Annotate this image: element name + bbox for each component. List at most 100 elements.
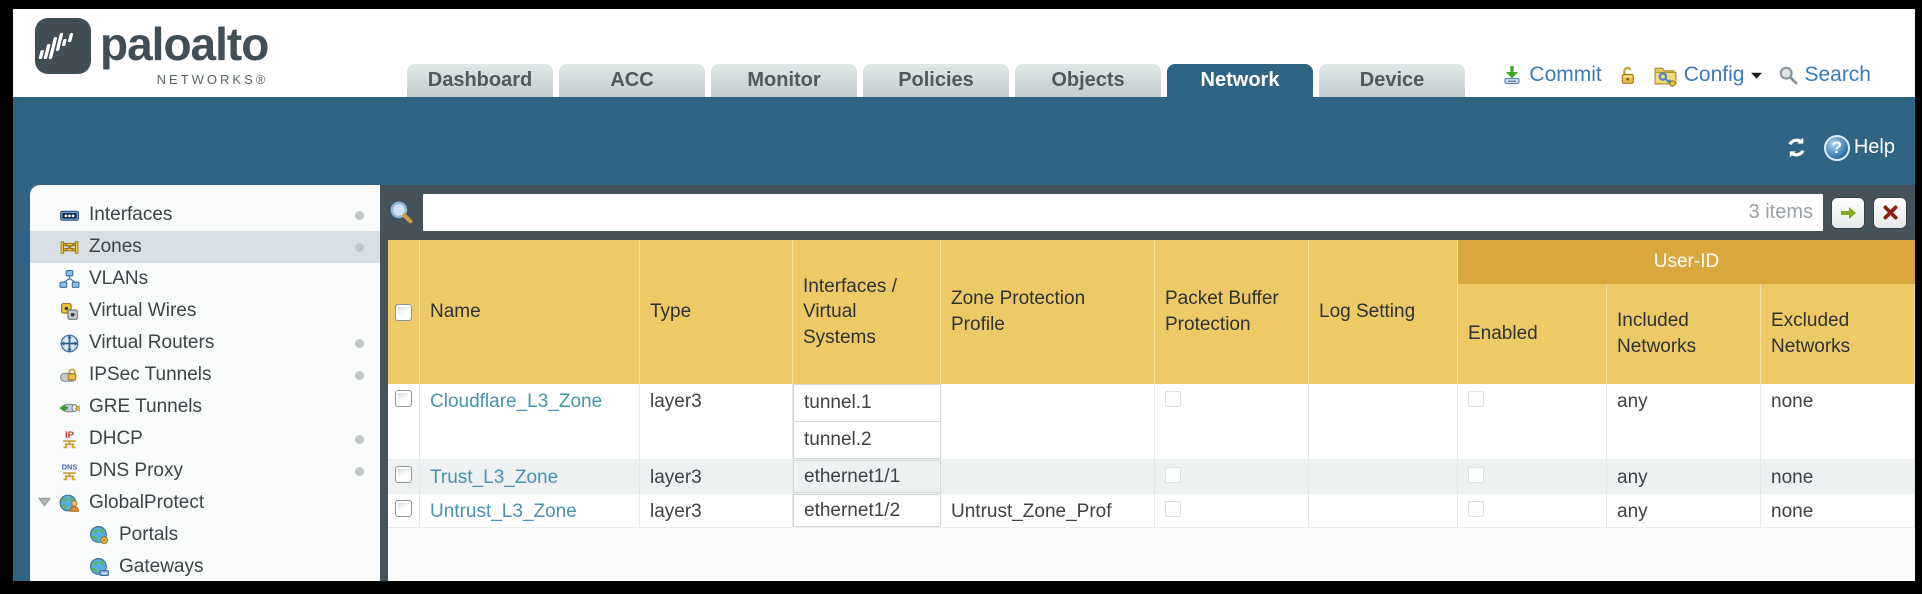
gateways-icon — [88, 556, 110, 578]
zone-name-link[interactable]: Untrust_L3_Zone — [430, 501, 577, 522]
filter-row: 3 items — [380, 185, 1915, 240]
virtual-wires-icon — [58, 300, 80, 322]
sidebar-item-virtual-routers[interactable]: Virtual Routers — [30, 327, 380, 359]
vlans-icon — [58, 268, 80, 290]
filter-input-wrap: 3 items — [423, 194, 1823, 231]
dns-proxy-icon: DNS — [58, 460, 80, 482]
sidebar-item-label: IPSec Tunnels — [89, 364, 212, 385]
zone-protection-cell: Untrust_Zone_Prof — [941, 494, 1155, 527]
group-header-label: User-ID — [1458, 240, 1915, 284]
sidebar-item-interfaces[interactable]: Interfaces — [30, 199, 380, 231]
expander-caret-icon[interactable] — [38, 497, 51, 507]
tab-network[interactable]: Network — [1167, 64, 1313, 97]
status-dot — [355, 435, 364, 444]
column-header-excluded-networks[interactable]: Excluded Networks — [1761, 284, 1915, 384]
paloalto-logo-icon — [35, 18, 91, 74]
column-header-interfaces-virtual-systems[interactable]: Interfaces / Virtual Systems — [793, 240, 941, 384]
tab-dashboard[interactable]: Dashboard — [407, 64, 553, 97]
zone-protection-cell — [941, 460, 1155, 493]
zone-name-cell: Cloudflare_L3_Zone — [420, 384, 640, 459]
zone-type-cell: layer3 — [640, 460, 793, 493]
brand-text: paloalto NETWORKS® — [100, 18, 269, 87]
interface-entry: ethernet1/1 — [793, 460, 941, 493]
brand-name: paloalto — [100, 18, 269, 70]
search-button[interactable]: Search — [1778, 63, 1871, 87]
sidebar-item-zones[interactable]: Zones — [30, 231, 380, 263]
zone-name-link[interactable]: Trust_L3_Zone — [430, 467, 559, 488]
packet-buffer-checkbox — [1165, 467, 1181, 483]
top-toolbar: Commit Config — [1501, 63, 1871, 87]
sidebar-item-ipsec-tunnels[interactable]: IPSec Tunnels — [30, 359, 380, 391]
tab-policies[interactable]: Policies — [863, 64, 1009, 97]
packet-buffer-cell — [1155, 384, 1309, 459]
column-header-enabled[interactable]: Enabled — [1458, 284, 1607, 384]
included-networks-cell: any — [1607, 384, 1761, 459]
zone-name-link[interactable]: Cloudflare_L3_Zone — [430, 391, 603, 412]
virtual-routers-icon — [58, 332, 80, 354]
row-select-cell — [388, 460, 420, 493]
included-networks-cell: any — [1607, 494, 1761, 527]
gre-tunnels-icon — [58, 396, 80, 418]
user-id-enabled-checkbox — [1468, 467, 1484, 483]
sidebar-item-virtual-wires[interactable]: Virtual Wires — [30, 295, 380, 327]
green-arrow-icon — [1838, 203, 1858, 223]
search-label: Search — [1804, 63, 1871, 86]
sidebar-item-label: DHCP — [89, 428, 143, 449]
tab-objects[interactable]: Objects — [1015, 64, 1161, 97]
column-header-zone-protection-profile[interactable]: Zone Protection Profile — [941, 240, 1155, 384]
status-dot — [355, 371, 364, 380]
row-select-checkbox[interactable] — [395, 500, 412, 517]
included-networks-cell: any — [1607, 460, 1761, 493]
sidebar-item-portals[interactable]: Portals — [30, 519, 380, 551]
sidebar-item-label: GRE Tunnels — [89, 396, 202, 417]
select-all-checkbox[interactable] — [395, 303, 412, 321]
sidebar-item-gre-tunnels[interactable]: GRE Tunnels — [30, 391, 380, 423]
sidebar-item-label: GlobalProtect — [89, 492, 205, 513]
zone-name-cell: Trust_L3_Zone — [420, 460, 640, 493]
interface-entry: tunnel.1 — [793, 384, 941, 422]
commit-icon — [1501, 64, 1523, 86]
log-setting-cell — [1309, 494, 1458, 527]
log-setting-cell — [1309, 460, 1458, 493]
sidebar-item-label: Portals — [119, 524, 179, 545]
column-header-name[interactable]: Name — [420, 240, 640, 384]
sidebar-item-vlans[interactable]: VLANs — [30, 263, 380, 295]
row-select-checkbox[interactable] — [395, 390, 412, 407]
packet-buffer-checkbox — [1165, 391, 1181, 407]
zone-type-cell: layer3 — [640, 384, 793, 459]
zone-name-cell: Untrust_L3_Zone — [420, 494, 640, 527]
column-header-log-setting[interactable]: Log Setting — [1309, 240, 1458, 384]
tab-monitor[interactable]: Monitor — [711, 64, 857, 97]
column-header-included-networks[interactable]: Included Networks — [1607, 284, 1761, 384]
column-header-type[interactable]: Type — [640, 240, 793, 384]
user-id-enabled-cell — [1458, 460, 1607, 493]
sidebar-item-gateways[interactable]: Gateways — [30, 551, 380, 581]
excluded-networks-cell: none — [1761, 494, 1915, 527]
help-button[interactable]: ? Help — [1823, 134, 1895, 161]
sidebar-item-label: Interfaces — [89, 204, 173, 225]
commit-button[interactable]: Commit — [1501, 63, 1602, 87]
column-header-packet-buffer-protection[interactable]: Packet Buffer Protection — [1155, 240, 1309, 384]
interfaces-cell: ethernet1/1 — [793, 460, 941, 493]
row-select-checkbox[interactable] — [395, 466, 412, 483]
apply-filter-button[interactable] — [1831, 196, 1865, 229]
config-button[interactable]: Config — [1653, 63, 1764, 87]
sidebar-item-globalprotect[interactable]: GlobalProtect — [30, 487, 380, 519]
tab-acc[interactable]: ACC — [559, 64, 705, 97]
filter-input[interactable] — [423, 194, 1823, 231]
refresh-icon[interactable] — [1783, 134, 1810, 161]
user-id-enabled-cell — [1458, 494, 1607, 527]
lock-icon[interactable] — [1617, 65, 1638, 86]
search-icon — [1778, 65, 1798, 85]
tab-device[interactable]: Device — [1319, 64, 1465, 97]
clear-filter-button[interactable] — [1873, 196, 1907, 229]
sidebar-item-label: Virtual Wires — [89, 300, 197, 321]
